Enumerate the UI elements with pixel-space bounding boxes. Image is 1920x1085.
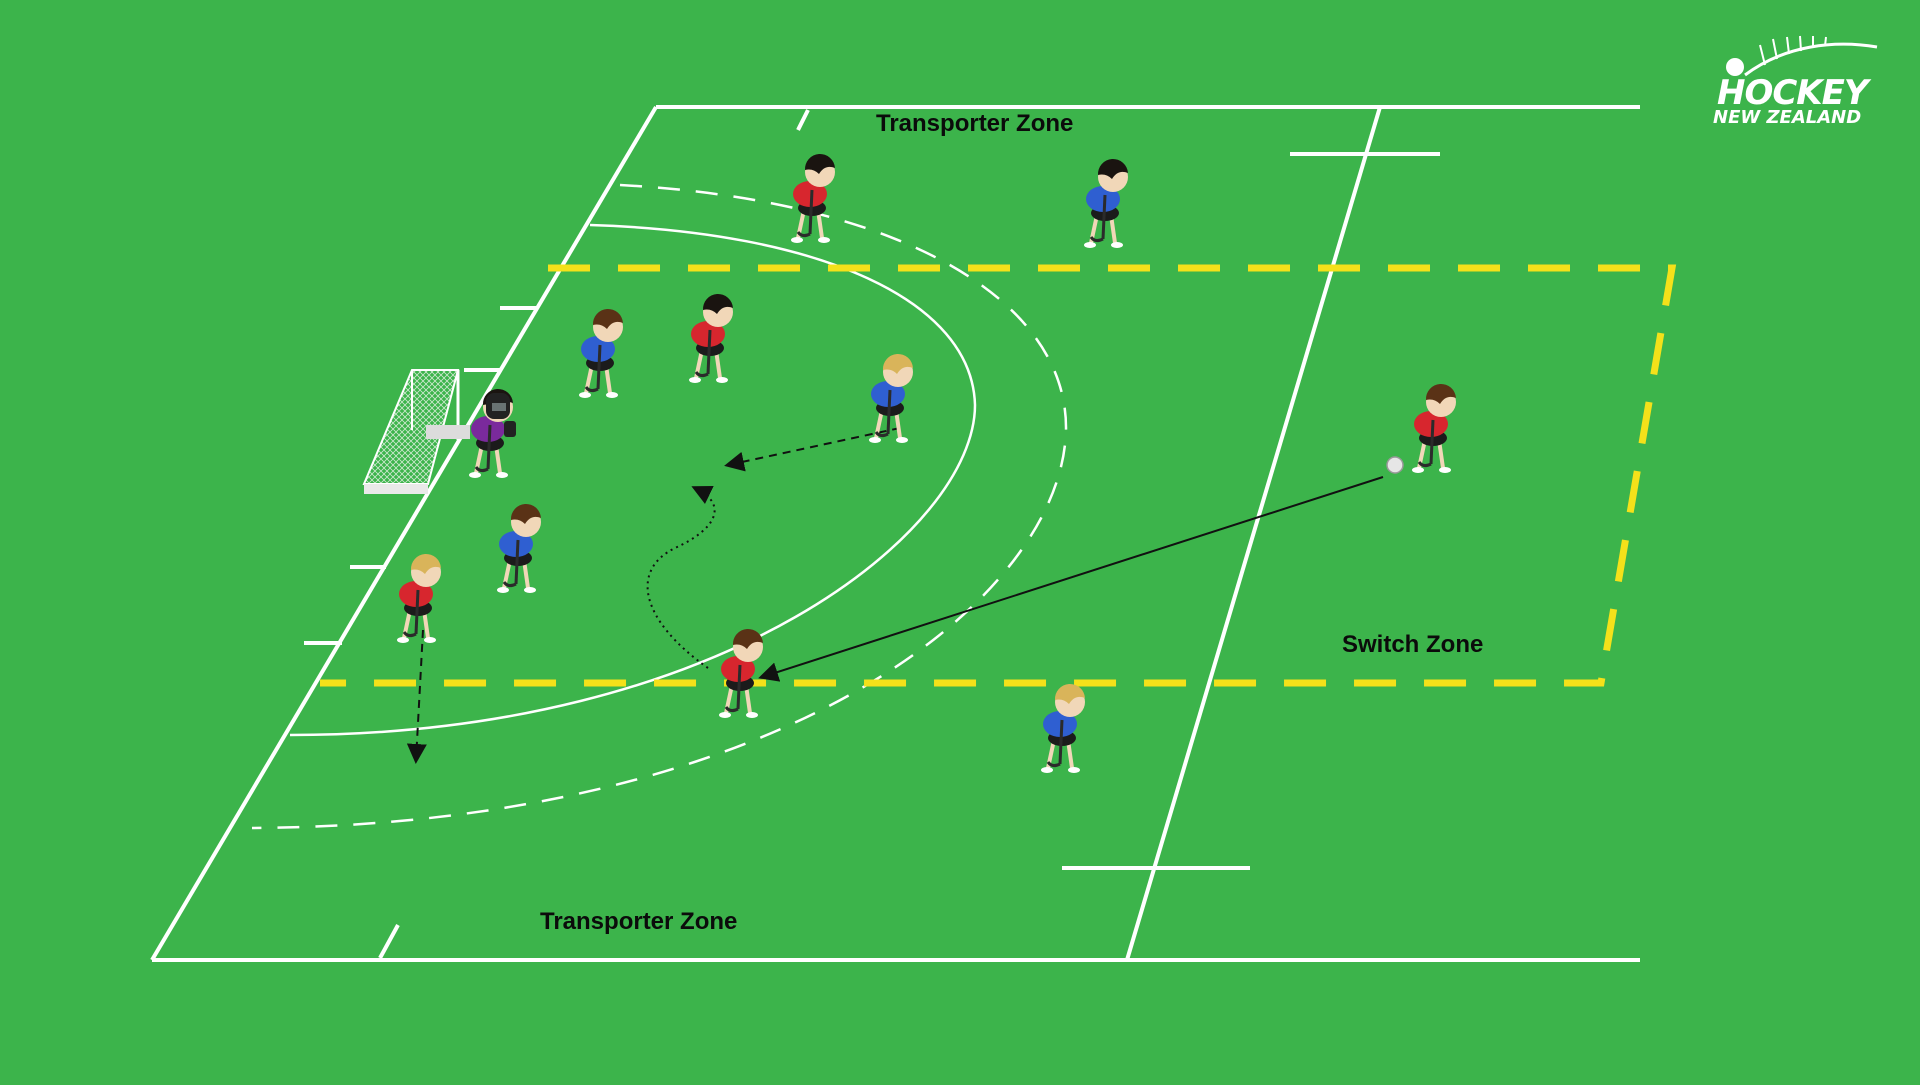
blue-run — [724, 427, 901, 472]
red-dribble-curve — [646, 486, 716, 669]
switch-zone-boundary — [320, 264, 1677, 687]
shooting-circle — [289, 223, 977, 737]
pitch-lines — [150, 105, 1640, 962]
switch-zone-label: Switch Zone — [1342, 631, 1484, 658]
player-red-with-ball — [1412, 383, 1456, 473]
quarter-line — [1125, 106, 1382, 961]
player-blue-top-right — [1084, 158, 1128, 248]
hockey-nz-logo: HOCKEY NEW ZEALAND — [1705, 35, 1885, 135]
goal-line — [150, 105, 658, 962]
players — [397, 153, 1456, 773]
logo-text-new-zealand: NEW ZEALAND — [1713, 107, 1862, 128]
goal — [362, 369, 470, 494]
player-blue-near-goal — [497, 503, 541, 593]
player-blue-bottom — [1041, 683, 1085, 773]
player-red-circle-top — [689, 293, 733, 383]
player-goalkeeper — [469, 388, 516, 478]
pass-to-circle-edge — [758, 476, 1384, 682]
transporter-zone-label-bottom: Transporter Zone — [540, 908, 738, 935]
logo-text-hockey: HOCKEY — [1717, 73, 1869, 113]
tick-bottom — [378, 924, 400, 959]
transporter-zone-label-top: Transporter Zone — [876, 110, 1074, 137]
movements — [406, 427, 1384, 764]
ball — [1386, 456, 1404, 474]
dashed-circle — [251, 183, 1068, 830]
player-red-circle-edge — [719, 628, 763, 718]
player-red-top — [791, 153, 835, 243]
player-blue-circle-left — [579, 308, 623, 398]
player-blue-circle-right — [869, 353, 913, 443]
red-run-down — [406, 629, 427, 764]
player-red-left — [397, 553, 441, 643]
fern-icon — [1726, 35, 1878, 77]
tick-top — [796, 109, 810, 131]
